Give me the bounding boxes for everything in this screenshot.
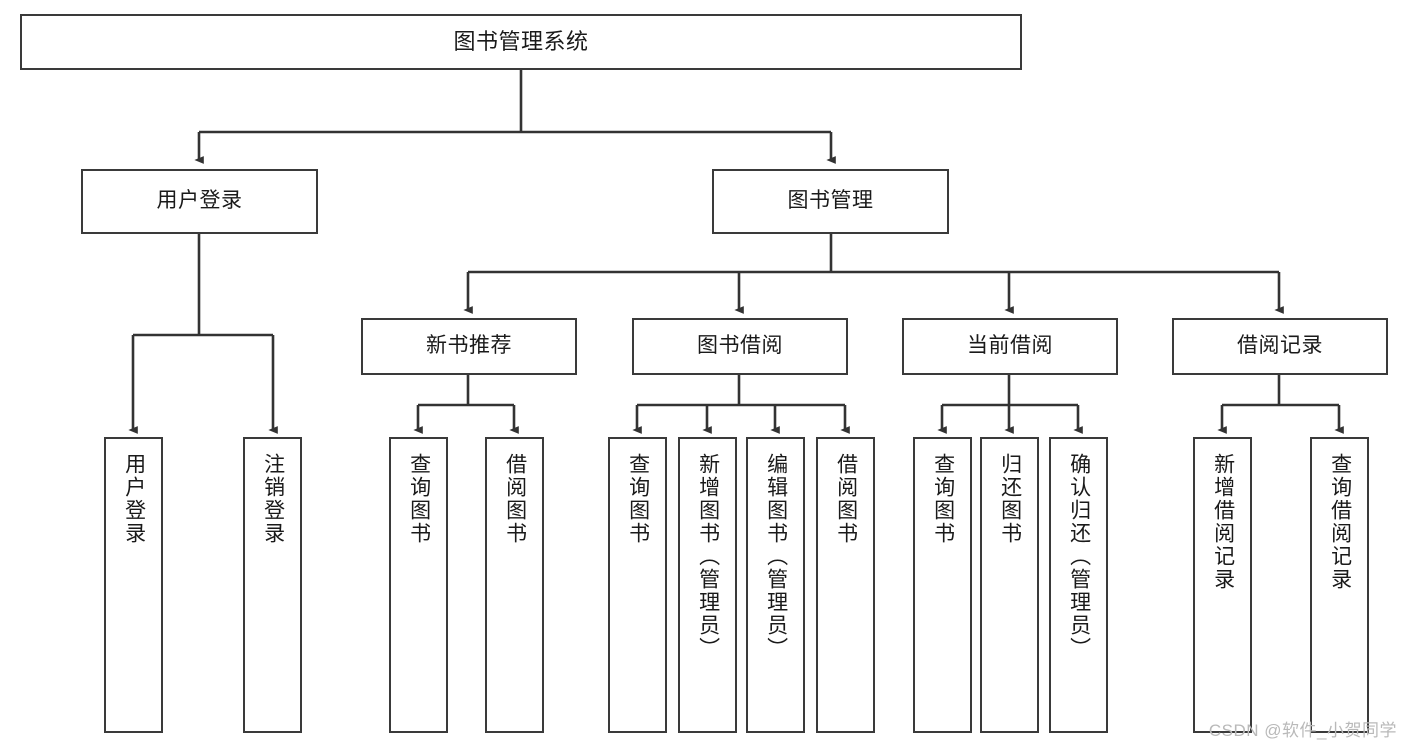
node-current-borrow[interactable]: 当前借阅 [902,318,1118,375]
node-label: 图书管理 [787,189,874,213]
node-label: 借阅图书 [503,453,527,545]
node-label: 查询图书 [407,453,431,545]
leaf-record-add-borrow-record[interactable]: 新增借阅记录 [1193,437,1252,733]
node-label: 借阅记录 [1237,334,1323,358]
node-label: 归还图书 [998,453,1022,545]
leaf-record-query-borrow-record[interactable]: 查询借阅记录 [1310,437,1369,733]
leaf-borrow-query-book[interactable]: 查询图书 [608,437,667,733]
leaf-current-return-book[interactable]: 归还图书 [980,437,1039,733]
node-label: 借阅图书 [834,453,858,545]
node-label: 查询借阅记录 [1328,453,1352,591]
node-book-borrow[interactable]: 图书借阅 [632,318,848,375]
leaf-borrow-lend-book[interactable]: 借阅图书 [816,437,875,733]
leaf-current-query-book[interactable]: 查询图书 [913,437,972,733]
node-label: 查询图书 [626,453,650,545]
leaf-recommend-query-book[interactable]: 查询图书 [389,437,448,733]
leaf-user-logout[interactable]: 注销登录 [243,437,302,733]
leaf-current-confirm-return-admin[interactable]: 确认归还（管理员） [1049,437,1108,733]
node-label: 用户登录 [122,453,146,545]
csdn-watermark: CSDN @软件_小贺同学 [1208,721,1397,740]
node-book-manage[interactable]: 图书管理 [712,169,949,234]
node-label: 编辑图书（管理员） [764,453,788,660]
node-label: 新书推荐 [426,334,512,358]
leaf-borrow-edit-book-admin[interactable]: 编辑图书（管理员） [746,437,805,733]
node-label: 图书管理系统 [453,29,589,55]
node-new-book-recommend[interactable]: 新书推荐 [361,318,577,375]
leaf-user-login[interactable]: 用户登录 [104,437,163,733]
node-label: 用户登录 [156,189,243,213]
node-label: 确认归还（管理员） [1067,453,1091,660]
node-label: 查询图书 [931,453,955,545]
leaf-recommend-borrow-book[interactable]: 借阅图书 [485,437,544,733]
leaf-borrow-add-book-admin[interactable]: 新增图书（管理员） [678,437,737,733]
node-user-login[interactable]: 用户登录 [81,169,318,234]
node-label: 新增借阅记录 [1211,453,1235,591]
node-label: 图书借阅 [697,334,783,358]
node-root-system[interactable]: 图书管理系统 [20,14,1022,70]
node-label: 当前借阅 [967,334,1053,358]
node-label: 注销登录 [261,453,285,545]
node-label: 新增图书（管理员） [696,453,720,660]
node-borrow-record[interactable]: 借阅记录 [1172,318,1388,375]
